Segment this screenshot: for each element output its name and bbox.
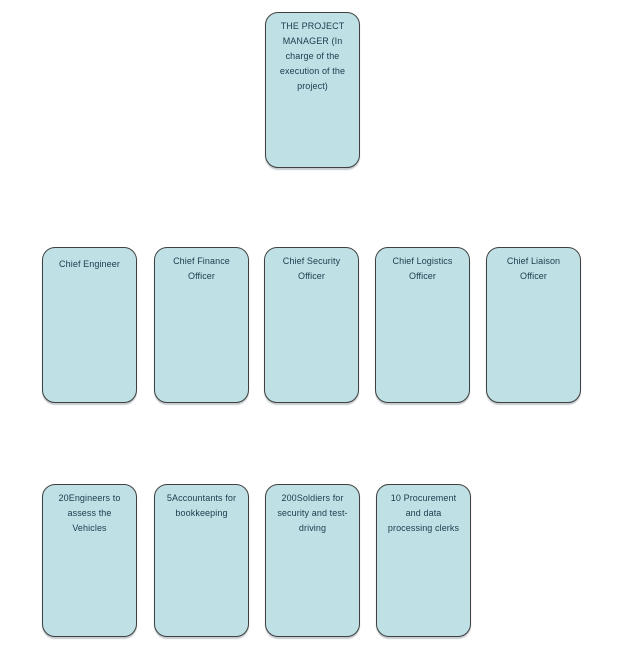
org-node-label: Chief Security Officer [282,256,341,281]
org-node-engineers: 20Engineers to assess the Vehicles [42,484,137,637]
org-node-chief-logistics-officer: Chief Logistics Officer [375,247,470,403]
org-node-soldiers: 200Soldiers for security and test-drivin… [265,484,360,637]
org-node-label: Chief Finance Officer [173,256,230,281]
org-node-label: 5Accountants for bookkeeping [166,493,237,518]
org-node-label: Chief Logistics Officer [392,256,453,281]
org-node-label: 200Soldiers for security and test-drivin… [277,493,348,533]
org-node-chief-finance-officer: Chief Finance Officer [154,247,249,403]
org-node-chief-liaison-officer: Chief Liaison Officer [486,247,581,403]
org-node-project-manager: THE PROJECT MANAGER (In charge of the ex… [265,12,360,168]
org-node-label: Chief Engineer [59,259,120,269]
org-node-label: THE PROJECT MANAGER (In charge of the ex… [279,21,346,91]
org-node-label: 10 Procurement and data processing clerk… [387,493,460,533]
org-node-chief-engineer: Chief Engineer [42,247,137,403]
org-node-label: Chief Liaison Officer [506,256,561,281]
org-node-accountants: 5Accountants for bookkeeping [154,484,249,637]
org-node-procurement-clerks: 10 Procurement and data processing clerk… [376,484,471,637]
org-node-label: 20Engineers to assess the Vehicles [58,493,121,533]
org-node-chief-security-officer: Chief Security Officer [264,247,359,403]
